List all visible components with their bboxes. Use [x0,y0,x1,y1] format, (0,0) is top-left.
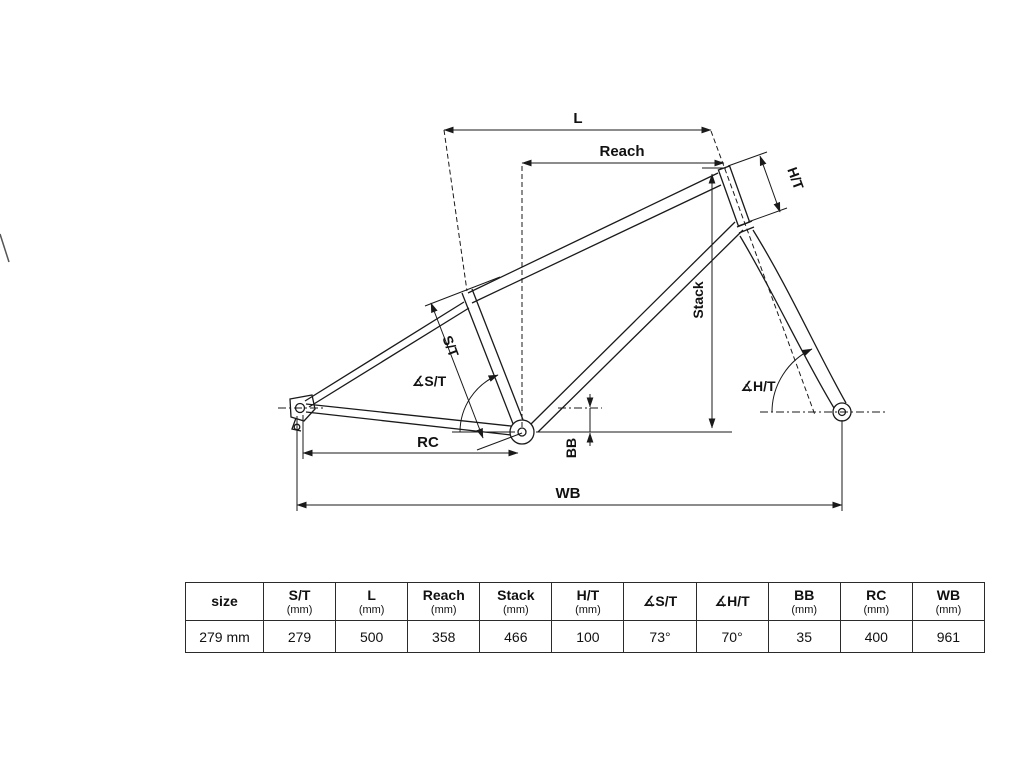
seat-top-extension [424,276,501,307]
label-reach: Reach [599,143,644,160]
col-header-angle-st: ∡S/T [623,582,697,621]
label-angle-ht: ∡H/T [740,378,776,394]
dim-ht [759,155,781,213]
table-row: 279 mm 279 500 358 466 100 73° 70° 35 40… [185,620,986,653]
cell-stack: 466 [479,620,553,653]
col-header-angle-ht: ∡H/T [695,582,769,621]
rear-dropout [289,394,316,422]
cell-rc: 400 [839,620,913,653]
dim-angle-ht [771,348,813,413]
dim-angle-st [459,374,499,433]
col-header-reach: Reach(mm) [407,582,481,621]
cell-ht: 100 [551,620,625,653]
label-wb: WB [556,485,581,502]
stray-mark [0,233,10,263]
geometry-table: size S/T(mm) L(mm) Reach(mm) Stack(mm) H… [185,582,986,653]
label-stack: Stack [690,281,706,319]
cell-l: 500 [335,620,409,653]
cell-angle-st: 73° [623,620,697,653]
col-header-rc: RC(mm) [839,582,913,621]
col-header-st: S/T(mm) [262,582,337,621]
geometry-drawing: L Reach H/T Stack S/T ∡S/T ∡H/T BB RC WB [0,110,886,511]
label-bb: BB [563,438,579,458]
cell-angle-ht: 70° [695,620,769,653]
down-tube [530,221,736,425]
cell-bb: 35 [767,620,841,653]
col-header-stack: Stack(mm) [479,582,553,621]
cell-st: 279 [262,620,337,653]
head-tube [717,165,751,227]
col-header-bb: BB(mm) [767,582,841,621]
label-st: S/T [439,333,462,359]
seat-axis-extension [443,129,468,292]
steering-axis [710,130,816,416]
cell-size: 279 mm [185,620,264,653]
label-l: L [573,110,582,127]
top-tube [467,172,719,294]
cell-wb: 961 [911,620,986,653]
col-header-size: size [185,582,264,621]
seat-tube [461,292,518,435]
label-rc: RC [417,434,439,451]
cell-reach: 358 [407,620,481,653]
frame-outline [289,165,852,445]
col-header-wb: WB(mm) [911,582,986,621]
bike-geometry-diagram: L Reach H/T Stack S/T ∡S/T ∡H/T BB RC WB [0,110,886,511]
col-header-l: L(mm) [335,582,409,621]
fork-blade [752,229,847,404]
table-header-row: size S/T(mm) L(mm) Reach(mm) Stack(mm) H… [185,582,986,621]
col-header-ht: H/T(mm) [551,582,625,621]
dimensions [296,126,843,511]
centerlines [278,129,886,427]
label-angle-st: ∡S/T [412,373,447,389]
label-ht: H/T [784,165,807,192]
dim-st [430,302,484,439]
